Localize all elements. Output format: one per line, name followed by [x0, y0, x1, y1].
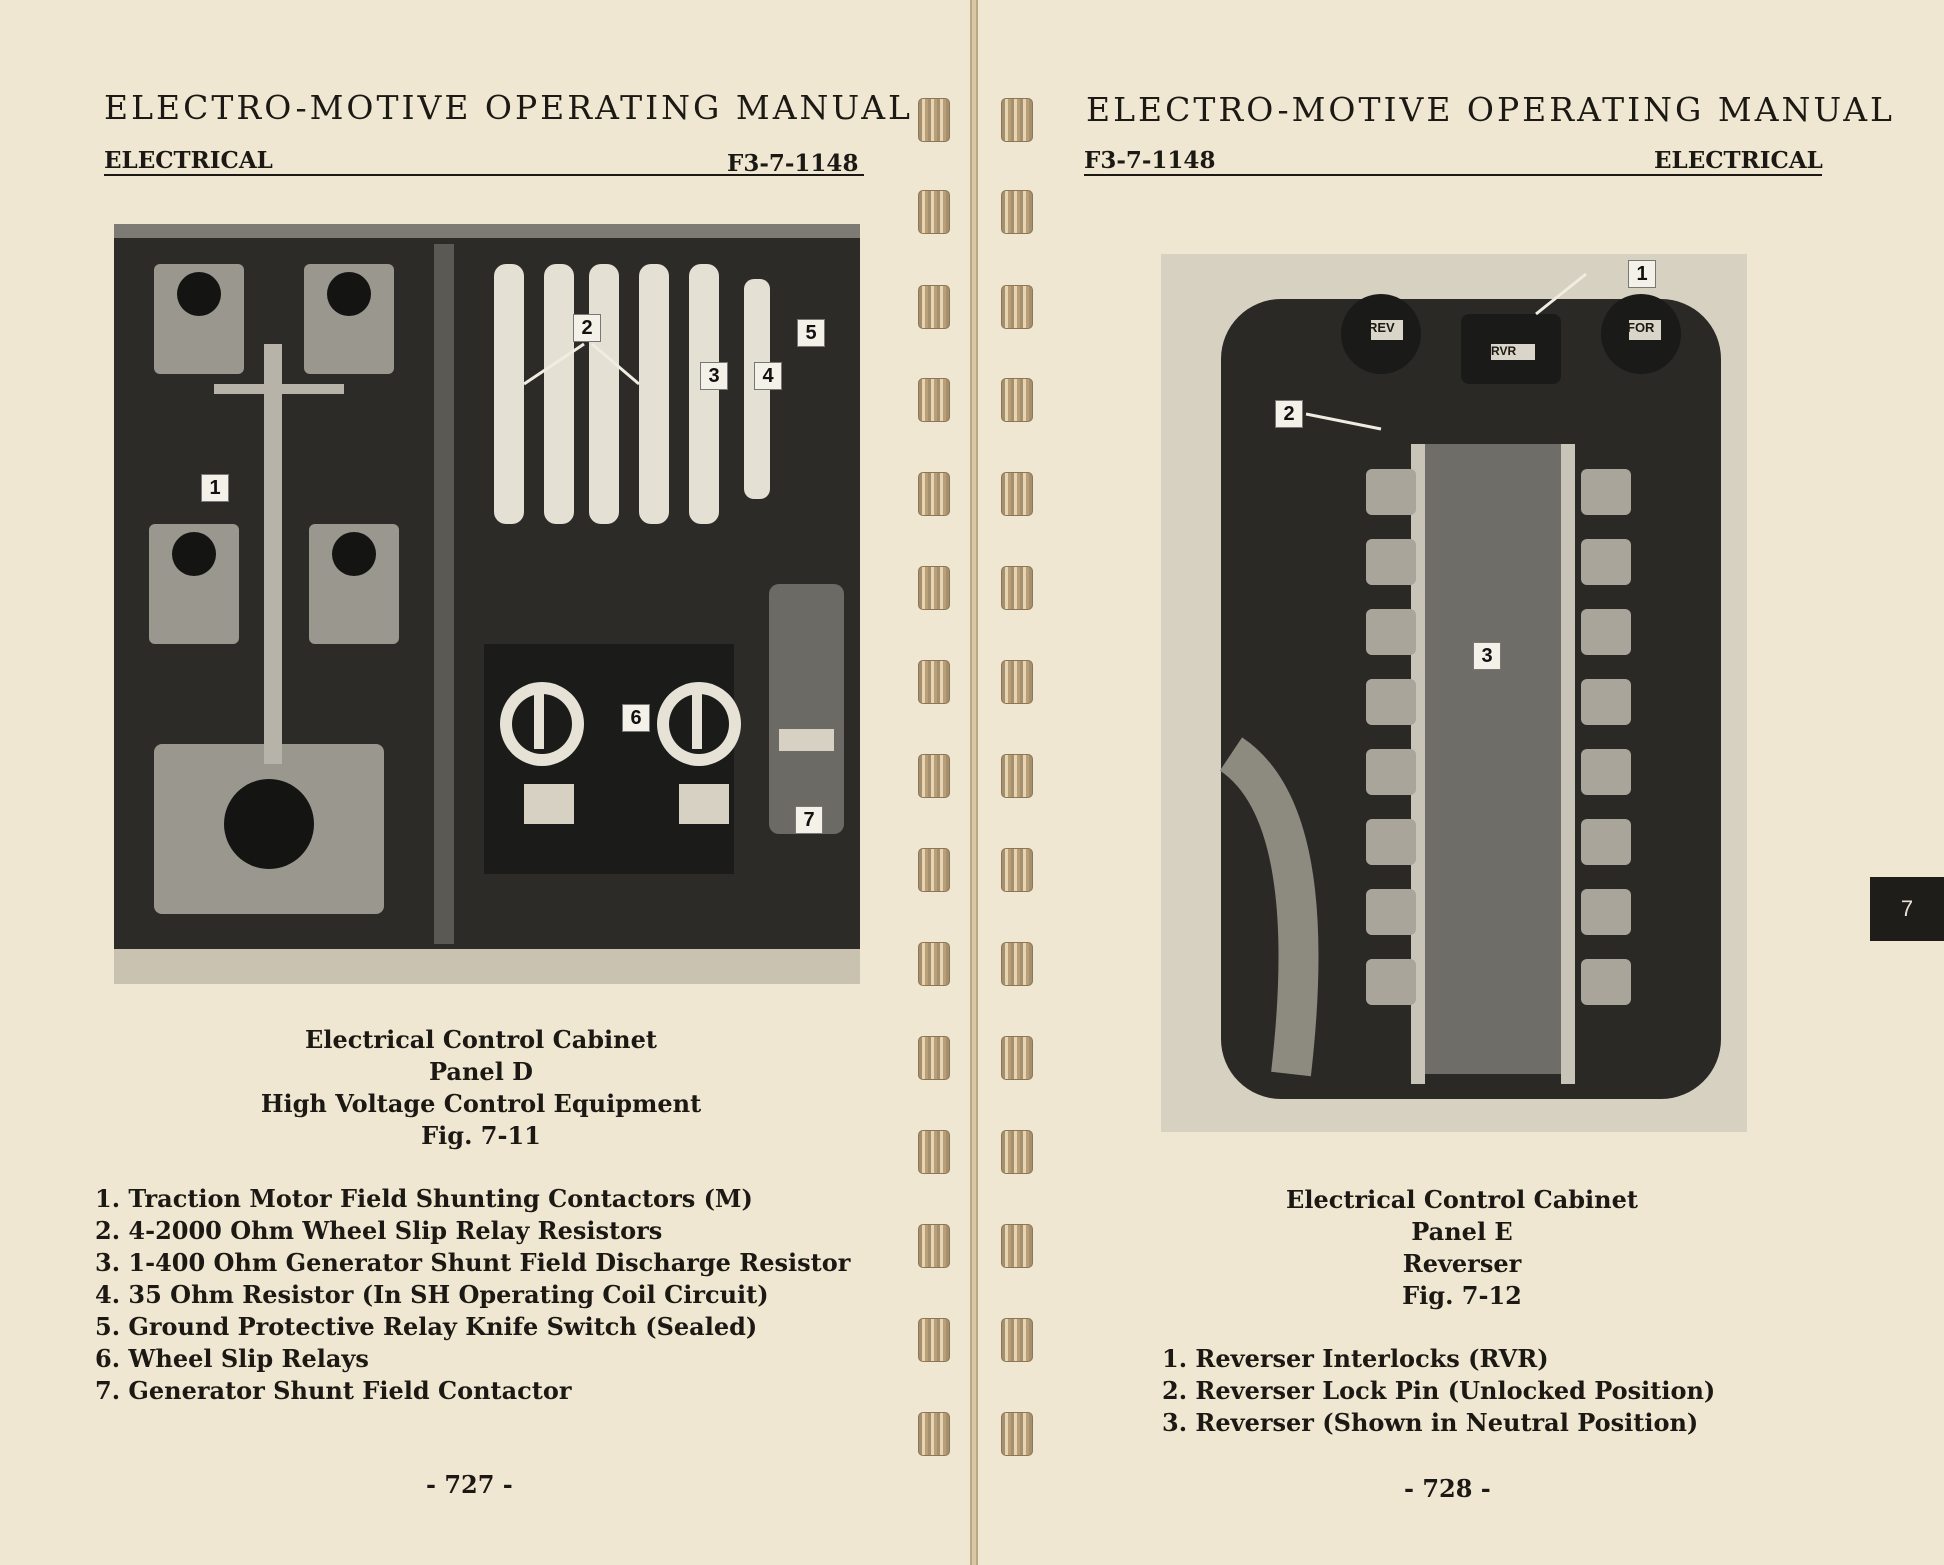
- caption-line: Electrical Control Cabinet: [305, 1025, 657, 1054]
- legend-item: 4. 35 Ohm Resistor (In SH Operating Coil…: [95, 1280, 769, 1309]
- caption-line: High Voltage Control Equipment: [260, 1089, 702, 1118]
- binding-hole: [918, 472, 950, 516]
- callout-1: 1: [201, 474, 229, 502]
- caption-line: Fig. 7-11: [421, 1121, 541, 1150]
- panel-e-photo: REV RVR FOR 1 2 3: [1161, 254, 1747, 1132]
- binding-hole: [1001, 190, 1033, 234]
- binding-hole: [918, 1224, 950, 1268]
- panel-e-illustration: [1219, 272, 1721, 1099]
- binding-hole: [918, 378, 950, 422]
- right-page: ELECTRO-MOTIVE OPERATING MANUAL F3-7-114…: [976, 0, 1944, 1565]
- callout-3: 3: [700, 362, 728, 390]
- binding-hole: [1001, 1130, 1033, 1174]
- binding-hole: [918, 1412, 950, 1456]
- manual-title: ELECTRO-MOTIVE OPERATING MANUAL: [1086, 90, 1895, 129]
- caption-line: Fig. 7-12: [1402, 1281, 1522, 1310]
- binding-hole: [918, 190, 950, 234]
- binding-hole: [918, 285, 950, 329]
- figure-caption: Electrical Control Cabinet Panel E Rever…: [1172, 1184, 1752, 1312]
- page-number: - 728 -: [1404, 1474, 1491, 1503]
- document-code: F3-7-1148: [1084, 147, 1216, 174]
- legend-item: 3. 1-400 Ohm Generator Shunt Field Disch…: [95, 1248, 851, 1277]
- binding-hole: [1001, 754, 1033, 798]
- legend-item: 7. Generator Shunt Field Contactor: [95, 1376, 572, 1405]
- binding-hole: [918, 1130, 950, 1174]
- manual-title: ELECTRO-MOTIVE OPERATING MANUAL: [104, 88, 913, 127]
- left-page: ELECTRO-MOTIVE OPERATING MANUAL ELECTRIC…: [0, 0, 972, 1565]
- for-label: FOR: [1627, 320, 1655, 335]
- legend-list: 1. Reverser Interlocks (RVR) 2. Reverser…: [1162, 1343, 1715, 1439]
- binding-hole: [1001, 660, 1033, 704]
- binding-hole: [1001, 285, 1033, 329]
- binding-hole: [1001, 472, 1033, 516]
- legend-item: 1. Traction Motor Field Shunting Contact…: [95, 1184, 753, 1213]
- binding-hole: [1001, 1412, 1033, 1456]
- section-label: ELECTRICAL: [104, 147, 273, 174]
- document-code: F3-7-1148: [727, 150, 859, 177]
- binding-hole: [918, 1318, 950, 1362]
- section-label: ELECTRICAL: [1654, 147, 1823, 174]
- legend-item: 3. Reverser (Shown in Neutral Position): [1162, 1408, 1699, 1437]
- callout-7: 7: [795, 806, 823, 834]
- legend-item: 2. 4-2000 Ohm Wheel Slip Relay Resistors: [95, 1216, 663, 1245]
- binding-hole: [1001, 566, 1033, 610]
- legend-item: 1. Reverser Interlocks (RVR): [1162, 1344, 1549, 1373]
- binding-hole: [918, 942, 950, 986]
- binding-hole: [1001, 848, 1033, 892]
- callout-5: 5: [797, 319, 825, 347]
- rvr-label: RVR: [1491, 344, 1517, 358]
- binding-hole: [918, 566, 950, 610]
- figure-caption: Electrical Control Cabinet Panel D High …: [236, 1024, 726, 1152]
- rev-label: REV: [1368, 320, 1395, 335]
- binding-hole: [1001, 1318, 1033, 1362]
- binding-hole: [1001, 1036, 1033, 1080]
- caption-line: Reverser: [1402, 1249, 1522, 1278]
- binding-hole: [918, 1036, 950, 1080]
- binding-hole: [1001, 942, 1033, 986]
- callout-4: 4: [754, 362, 782, 390]
- binding-hole: [1001, 1224, 1033, 1268]
- panel-d-photo: 1 2 3 4 5 6 7: [114, 224, 860, 984]
- binding-hole: [918, 848, 950, 892]
- panel-d-illustration: [114, 224, 860, 984]
- header-rule: [104, 174, 864, 176]
- binding-hole: [918, 754, 950, 798]
- binding-hole: [918, 98, 950, 142]
- callout-6: 6: [622, 704, 650, 732]
- legend-list: 1. Traction Motor Field Shunting Contact…: [95, 1183, 850, 1407]
- legend-item: 2. Reverser Lock Pin (Unlocked Position): [1162, 1376, 1716, 1405]
- binding-hole: [1001, 98, 1033, 142]
- caption-line: Electrical Control Cabinet: [1286, 1185, 1638, 1214]
- binding-hole: [918, 660, 950, 704]
- legend-item: 6. Wheel Slip Relays: [95, 1344, 369, 1373]
- binding-hole: [1001, 378, 1033, 422]
- header-rule: [1084, 174, 1822, 176]
- page-number: - 727 -: [426, 1470, 513, 1499]
- legend-item: 5. Ground Protective Relay Knife Switch …: [95, 1312, 758, 1341]
- caption-line: Panel E: [1411, 1217, 1513, 1246]
- callout-2: 2: [573, 314, 601, 342]
- callout-2: 2: [1275, 400, 1303, 428]
- caption-line: Panel D: [429, 1057, 533, 1086]
- callout-3: 3: [1473, 642, 1501, 670]
- callout-1: 1: [1628, 260, 1656, 288]
- chapter-tab[interactable]: 7: [1870, 877, 1944, 941]
